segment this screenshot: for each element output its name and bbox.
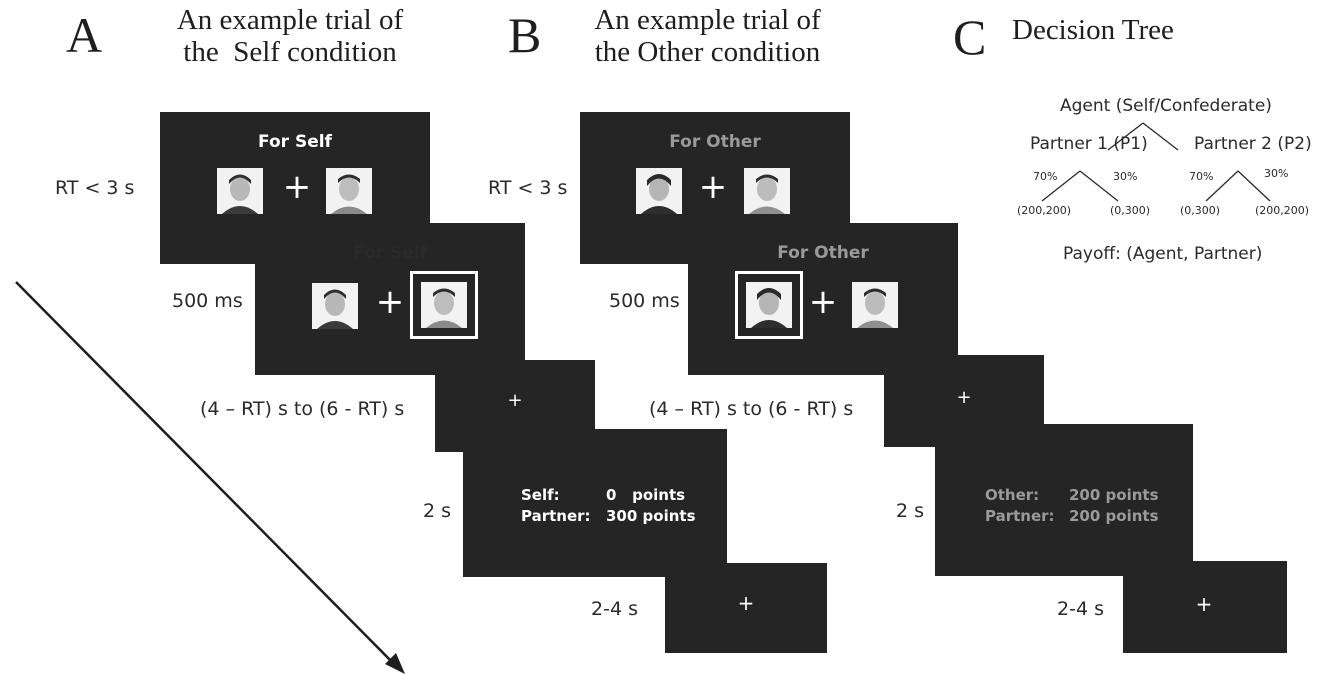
panel-b-timing-iti: (4 – RT) s to (6 - RT) s [649, 398, 854, 420]
panel-a-title: An example trial of the Self condition [165, 4, 415, 68]
panel-a-choice-title: For Self [258, 132, 332, 152]
panel-b-timing-choice: RT < 3 s [488, 177, 568, 199]
outcome-label-row2: Partner: [521, 507, 591, 525]
panel-a-title-line2: the Self condition [183, 36, 397, 68]
fixation-cross: + [737, 591, 755, 615]
selection-frame [735, 271, 803, 339]
partner-2-face-image [421, 282, 467, 328]
partner-1-face-image [312, 283, 358, 329]
tree-root-agent: Agent (Self/Confederate) [1060, 96, 1272, 116]
panel-a-outcome-screen: Self: 0 points Partner: 300 points [463, 429, 727, 577]
partner-2-face-image [326, 168, 372, 214]
panel-a-highlight-title: For Self [353, 243, 427, 263]
panel-a-title-line1: An example trial of [176, 4, 404, 36]
outcome-value-row1: 200 points [1069, 486, 1159, 504]
partner-1-face-image [636, 168, 682, 214]
panel-a-letter: A [66, 7, 103, 63]
tree-payoff-p1-left: (200,200) [1017, 204, 1072, 217]
tree-prob-p1-right: 30% [1113, 170, 1138, 183]
panel-c-letter: C [953, 9, 987, 65]
panel-c-title: Decision Tree [1012, 14, 1174, 46]
outcome-label-row2: Partner: [985, 507, 1055, 525]
panel-b-letter: B [508, 7, 542, 63]
tree-payoff-p2-right: (200,200) [1255, 204, 1310, 217]
tree-prob-p2-left: 70% [1189, 170, 1214, 183]
tree-node-partner1: Partner 1 (P1) [1030, 134, 1148, 154]
tree-payoff-legend: Payoff: (Agent, Partner) [1063, 244, 1263, 264]
panel-a-final-screen: + [665, 563, 827, 653]
fixation-cross: + [1195, 592, 1213, 616]
panel-b-final-screen: + [1123, 561, 1287, 653]
tree-prob-p2-right: 30% [1264, 167, 1289, 180]
panel-b-title-line2: the Other condition [594, 36, 821, 68]
panel-b-title-line1: An example trial of [594, 4, 821, 36]
fixation-cross: + [698, 167, 728, 207]
panel-b-outcome-screen: Other: 200 points Partner: 200 points [935, 424, 1193, 576]
partner-2-face-image [744, 168, 790, 214]
outcome-value-row2: 200 points [1069, 507, 1159, 525]
outcome-label-row1: Other: [985, 486, 1040, 504]
panel-b-highlight-screen: For Other + [688, 223, 958, 375]
panel-b-timing-outcome: 2 s [896, 500, 925, 522]
panel-a-timing-outcome: 2 s [423, 500, 452, 522]
tree-payoff-p2-left: (0,300) [1180, 204, 1221, 217]
panel-a-timing-iti: (4 – RT) s to (6 - RT) s [200, 398, 405, 420]
partner-2-face-image [852, 282, 898, 328]
fixation-cross: + [375, 282, 405, 322]
fixation-cross: + [282, 167, 312, 207]
tree-prob-p1-left: 70% [1033, 170, 1058, 183]
panel-b-highlight-title: For Other [777, 243, 869, 263]
fixation-cross: + [956, 387, 972, 408]
panel-b-timing-final: 2-4 s [1057, 598, 1104, 620]
partner-1-face-image [746, 282, 792, 328]
panel-b-title: An example trial of the Other condition [570, 4, 845, 68]
outcome-value-row2: 300 points [606, 507, 696, 525]
panel-b-timing-highlight: 500 ms [609, 290, 680, 312]
tree-payoff-p1-right: (0,300) [1110, 204, 1151, 217]
decision-tree-lines [1041, 122, 1271, 202]
outcome-label-row1: Self: [521, 486, 560, 504]
panel-a-highlight-screen: For Self + [255, 223, 525, 375]
panel-a-timing-choice: RT < 3 s [55, 177, 135, 199]
panel-b-choice-title: For Other [669, 132, 761, 152]
selection-frame [410, 271, 478, 339]
outcome-value-row1: 0 points [606, 486, 686, 504]
fixation-cross: + [808, 282, 838, 322]
panel-a-timing-highlight: 500 ms [172, 290, 243, 312]
fixation-cross: + [507, 390, 523, 411]
time-arrow [15, 281, 405, 674]
tree-node-partner2: Partner 2 (P2) [1194, 134, 1312, 154]
panel-a-timing-final: 2-4 s [591, 598, 638, 620]
partner-1-face-image [217, 168, 263, 214]
